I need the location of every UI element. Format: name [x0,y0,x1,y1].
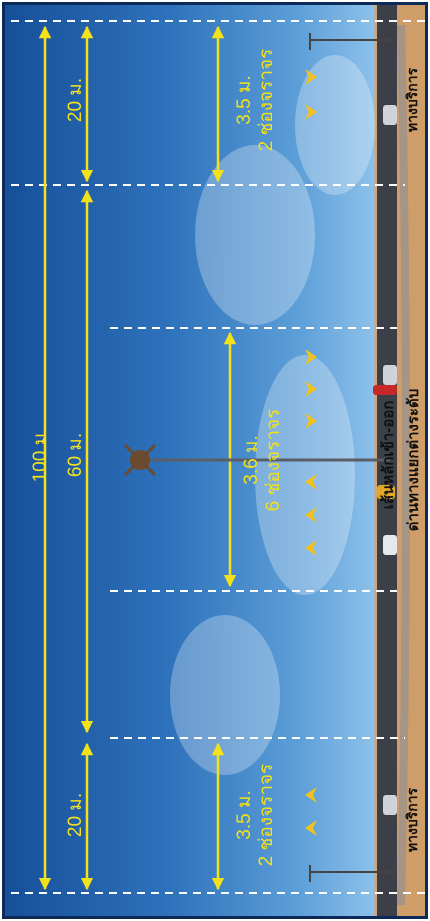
main-lane-block: 3.6 ม. 6 ช่องจราจร [241,409,285,512]
side-right-width-label: 20 ม. [65,77,86,123]
road-cross-section [11,5,425,916]
service-road-left-label: ทางบริการ [404,787,420,853]
main-road-name: เส้นหลักเข้า-ออก [380,400,397,510]
main-road-subtitle: ด่านทางแยกต่างระดับ [405,388,422,532]
side-right-lane-block: 3.5 ม. 2 ช่องจราจร [234,49,278,152]
service-road-right-label: ทางบริการ [404,67,420,133]
main-road-width-label: 60 ม. [65,432,86,478]
side-left-width-label: 20 ม. [65,792,86,838]
side-left-lane-width: 3.5 ม. [234,790,256,840]
side-left-lane-block: 3.5 ม. 2 ช่องจราจร [234,764,278,867]
side-right-lanes: 2 ช่องจราจร [256,48,277,152]
side-right-lane-width: 3.5 ม. [234,75,256,125]
traffic-direction-arrow-icon [305,69,317,836]
street-lamp-icon [123,443,390,477]
main-lanes: 6 ช่องจราจร [263,408,284,512]
total-width-label: 100 ม. [30,427,51,483]
vehicle-icon [373,105,397,815]
lane-boundary-guides [11,20,425,894]
street-lamp-icon [309,33,395,882]
side-left-lanes: 2 ช่องจราจร [256,763,277,867]
cloud-layer [170,55,375,775]
main-lane-width: 3.6 ม. [241,435,263,485]
